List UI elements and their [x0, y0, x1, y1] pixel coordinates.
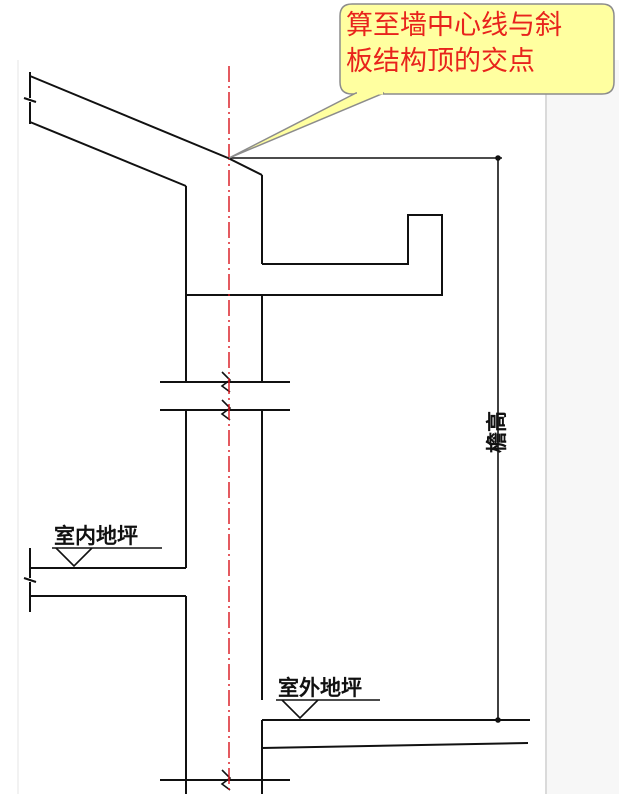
eave-gutter	[186, 214, 443, 296]
outdoor-ground-bottom	[261, 742, 529, 749]
roof-slab-top-line	[29, 75, 229, 159]
outdoor-floor-label: 室外地坪	[278, 676, 362, 700]
roof-slab-top-outer	[227, 157, 263, 176]
break-mark-floor	[23, 577, 37, 583]
dim-tick-top	[495, 155, 501, 161]
zigzag-upper-a	[220, 371, 232, 393]
eave-height-label: 檐高	[485, 411, 509, 453]
outdoor-level-triangle	[281, 699, 319, 720]
roof-slab-bottom-line	[29, 121, 187, 187]
callout-line-1: 算至墙中心线与斜	[346, 10, 562, 41]
callout-line-2: 板结构顶的交点	[346, 46, 535, 77]
indoor-level-triangle	[55, 547, 93, 568]
eave-height-dimension	[228, 155, 502, 723]
level-symbols	[52, 547, 380, 720]
page-margin	[545, 60, 619, 794]
indoor-floor-label: 室内地坪	[54, 524, 138, 548]
callout-box	[339, 3, 615, 95]
wall-outline	[23, 72, 530, 794]
zigzag-base	[220, 769, 232, 791]
callout-pointer	[228, 92, 385, 159]
zigzag-upper-b	[220, 399, 232, 421]
break-mark-roof-top	[23, 97, 37, 103]
callout-text: 算至墙中心线与斜 板结构顶的交点	[346, 8, 608, 80]
break-zigzags	[220, 371, 232, 791]
dim-tick-bottom	[495, 717, 501, 723]
